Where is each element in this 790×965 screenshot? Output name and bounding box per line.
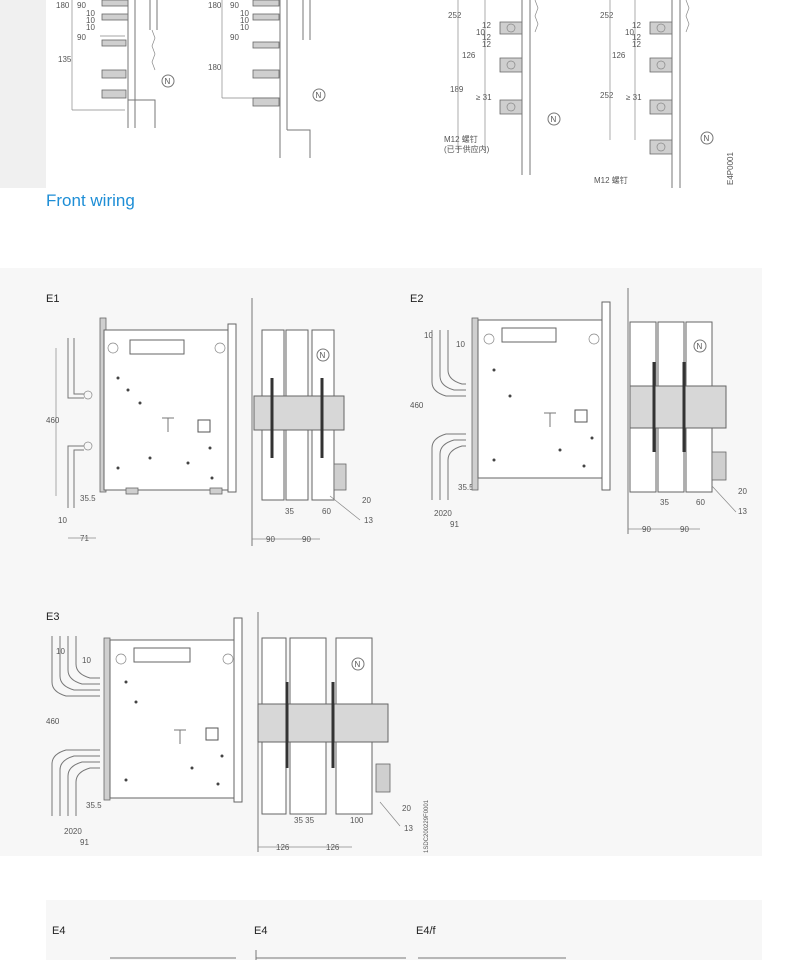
e1-dim-35-5: 35.5 bbox=[80, 494, 96, 503]
neutral-marker: N bbox=[355, 660, 361, 669]
e1-tag: E1 bbox=[46, 293, 59, 305]
e1-dim-460: 460 bbox=[46, 416, 60, 425]
bottom-panel: E4 E4 E4/f bbox=[46, 900, 762, 960]
bolt-note: M12 螺钉 bbox=[594, 175, 628, 185]
e2-dim-35: 35 bbox=[660, 498, 669, 507]
top-right-panel: 252 12 10 12 12 126 189 ≥ 31 M12 螺钉 (已于供… bbox=[420, 0, 750, 188]
dim-90: 90 bbox=[77, 1, 86, 10]
front-wiring-panel: E1 460 35.5 10 71 bbox=[0, 268, 762, 856]
dim-90: 90 bbox=[77, 33, 86, 42]
dim-126: 126 bbox=[462, 51, 476, 60]
neutral-marker: N bbox=[697, 342, 703, 351]
e3-dim-91: 91 bbox=[80, 838, 89, 847]
dim-12: 12 bbox=[482, 21, 491, 30]
e3-dim-35-5: 35.5 bbox=[86, 801, 102, 810]
e2-tag: E2 bbox=[410, 293, 423, 305]
neutral-marker: N bbox=[320, 351, 326, 360]
e4f-tag: E4/f bbox=[416, 925, 437, 937]
e2-dim-60: 60 bbox=[696, 498, 705, 507]
dim-10: 10 bbox=[476, 28, 485, 37]
dim-12: 12 bbox=[632, 33, 641, 42]
dim-12: 12 bbox=[482, 33, 491, 42]
section-title: Front wiring bbox=[46, 191, 135, 210]
dim-min31: ≥ 31 bbox=[476, 93, 492, 102]
e1-dim-20: 20 bbox=[362, 496, 371, 505]
e3-dim-35-35: 35 35 bbox=[294, 816, 315, 825]
e1-dim-13: 13 bbox=[364, 516, 373, 525]
e4-tag-2: E4 bbox=[254, 925, 267, 937]
dim-252: 252 bbox=[600, 11, 614, 20]
neutral-marker: N bbox=[551, 115, 557, 124]
dim-10: 10 bbox=[625, 28, 634, 37]
bolt-note: M12 螺钉 bbox=[444, 134, 478, 144]
e4-tag: E4 bbox=[52, 925, 65, 937]
e3-tag: E3 bbox=[46, 611, 59, 623]
dim-180: 180 bbox=[56, 1, 70, 10]
dim-12: 12 bbox=[632, 21, 641, 30]
e2-dim-13: 13 bbox=[738, 507, 747, 516]
dim-189: 189 bbox=[450, 85, 464, 94]
e1-dim-90: 90 bbox=[302, 535, 311, 544]
e3-dim-100: 100 bbox=[350, 816, 364, 825]
e1-dim-10: 10 bbox=[58, 516, 67, 525]
dim-12: 12 bbox=[632, 40, 641, 49]
e3-dim-13: 13 bbox=[404, 824, 413, 833]
front-wiring-drawings: E1 460 35.5 10 71 bbox=[46, 288, 747, 853]
e1-dim-71: 71 bbox=[80, 534, 89, 543]
dim-126: 126 bbox=[612, 51, 626, 60]
e3-dim-20: 20 bbox=[402, 804, 411, 813]
e1-dim-90: 90 bbox=[266, 535, 275, 544]
dim-252: 252 bbox=[448, 11, 462, 20]
dim-10: 10 bbox=[240, 9, 249, 18]
drawing-code: 1SDC200229F0001 bbox=[424, 799, 430, 853]
dim-10: 10 bbox=[86, 9, 95, 18]
bottom-drawings: E4 E4 E4/f bbox=[52, 925, 566, 960]
drawing-code: E4P0001 bbox=[726, 152, 735, 185]
top-left-drawing: 180 90 10 10 10 90 135 N 180 90 10 10 10… bbox=[0, 0, 326, 188]
top-left-panel: 180 90 10 10 10 90 135 N 180 90 10 10 10… bbox=[0, 0, 330, 188]
e2-dim-10: 10 bbox=[424, 331, 433, 340]
dim-252: 252 bbox=[600, 91, 614, 100]
dim-90: 90 bbox=[230, 33, 239, 42]
e2-dim-35-5: 35.5 bbox=[458, 483, 474, 492]
e3-dim-460: 460 bbox=[46, 717, 60, 726]
neutral-marker: N bbox=[704, 134, 710, 143]
dim-90: 90 bbox=[230, 1, 239, 10]
dim-135: 135 bbox=[58, 55, 72, 64]
e3-dim-126: 126 bbox=[326, 843, 340, 852]
e3-dim-2020: 2020 bbox=[64, 827, 82, 836]
dim-10: 10 bbox=[86, 16, 95, 25]
dim-10: 10 bbox=[240, 23, 249, 32]
bolt-note-sub: (已于供应内) bbox=[444, 144, 490, 154]
e3-dim-10: 10 bbox=[56, 647, 65, 656]
e2-dim-10: 10 bbox=[456, 340, 465, 349]
dim-180: 180 bbox=[208, 63, 222, 72]
e2-dim-20: 20 bbox=[738, 487, 747, 496]
top-right-drawing: 252 12 10 12 12 126 189 ≥ 31 M12 螺钉 (已于供… bbox=[444, 0, 735, 188]
dim-180: 180 bbox=[208, 1, 222, 10]
dim-10: 10 bbox=[86, 23, 95, 32]
dim-12: 12 bbox=[482, 40, 491, 49]
e3-dim-126: 126 bbox=[276, 843, 290, 852]
neutral-marker: N bbox=[165, 77, 171, 86]
e3-dim-10: 10 bbox=[82, 656, 91, 665]
e2-dim-2020: 2020 bbox=[434, 509, 452, 518]
e2-dim-90: 90 bbox=[642, 525, 651, 534]
e2-dim-460: 460 bbox=[410, 401, 424, 410]
e1-dim-35: 35 bbox=[285, 507, 294, 516]
dim-10: 10 bbox=[240, 16, 249, 25]
neutral-marker: N bbox=[316, 91, 322, 100]
e2-dim-91: 91 bbox=[450, 520, 459, 529]
dim-min31: ≥ 31 bbox=[626, 93, 642, 102]
e2-dim-90: 90 bbox=[680, 525, 689, 534]
e1-dim-60: 60 bbox=[322, 507, 331, 516]
